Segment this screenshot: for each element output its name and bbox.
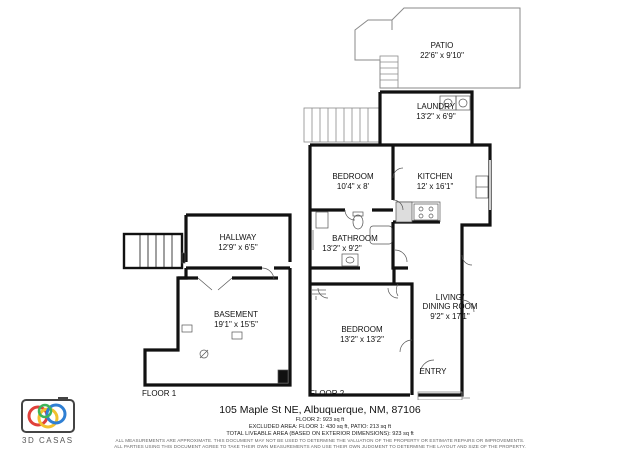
floor1-walls: [143, 213, 292, 387]
kitchen-size: 12' x 16'1": [417, 182, 454, 191]
kitchen-name: KITCHEN: [417, 172, 452, 181]
patio-name: PATIO: [431, 41, 454, 50]
basement-size: 19'1" x 15'5": [214, 320, 258, 329]
total-area: TOTAL LIVEABLE AREA (BASED ON EXTERIOR D…: [226, 431, 414, 437]
disclaimer-line-2: ALL PARTIES USING THIS DOCUMENT AGREE TO…: [114, 444, 526, 449]
patio-size: 22'6" x 9'10": [420, 51, 464, 60]
basement-name: BASEMENT: [214, 310, 258, 319]
bedroom1-size: 10'4" x 8': [337, 182, 370, 191]
bathroom-size: 13'2" x 9'2": [322, 244, 362, 253]
floor2-walls: [308, 90, 492, 397]
entry-name: ENTRY: [420, 367, 448, 376]
property-address: 105 Maple St NE, Albuquerque, NM, 87106: [219, 404, 421, 416]
brand-logo-icon: [21, 397, 75, 433]
living-name-2: DINING ROOM: [422, 302, 477, 311]
bedroom1-name: BEDROOM: [332, 172, 374, 181]
bedroom2-name: BEDROOM: [341, 325, 383, 334]
bathroom-name: BATHROOM: [332, 234, 378, 243]
living-size: 9'2" x 17'1": [430, 312, 470, 321]
floor-plan: PATIO 22'6" x 9'10" LAUNDRY 13'2" x 6'9"…: [122, 7, 521, 400]
deck-stairs: [303, 107, 381, 143]
living-name-1: LIVING/: [436, 293, 465, 302]
floor1-stairs: [122, 232, 184, 270]
floor2-area: FLOOR 2: 923 sq ft: [295, 417, 345, 423]
floor1-fixtures: [181, 252, 289, 384]
hallway-name: HALLWAY: [220, 233, 257, 242]
patio: [354, 7, 521, 89]
patio-stairs: [379, 55, 399, 89]
floor2-fixtures: [312, 95, 491, 375]
hallway-size: 12'9" x 6'5": [218, 243, 258, 252]
floor2-label: FLOOR 2: [310, 389, 345, 398]
laundry-name: LAUNDRY: [417, 102, 456, 111]
laundry-size: 13'2" x 6'9": [416, 112, 456, 121]
brand-name: 3D CASAS: [22, 436, 74, 445]
floor1-label: FLOOR 1: [142, 389, 177, 398]
entry-steps: [417, 391, 463, 400]
disclaimer-line-1: ALL MEASUREMENTS ARE APPROXIMATE. THIS D…: [115, 438, 525, 443]
bedroom2-size: 13'2" x 13'2": [340, 335, 384, 344]
excluded-area: EXCLUDED AREA: FLOOR 1: 430 sq ft, PATIO…: [248, 424, 392, 430]
